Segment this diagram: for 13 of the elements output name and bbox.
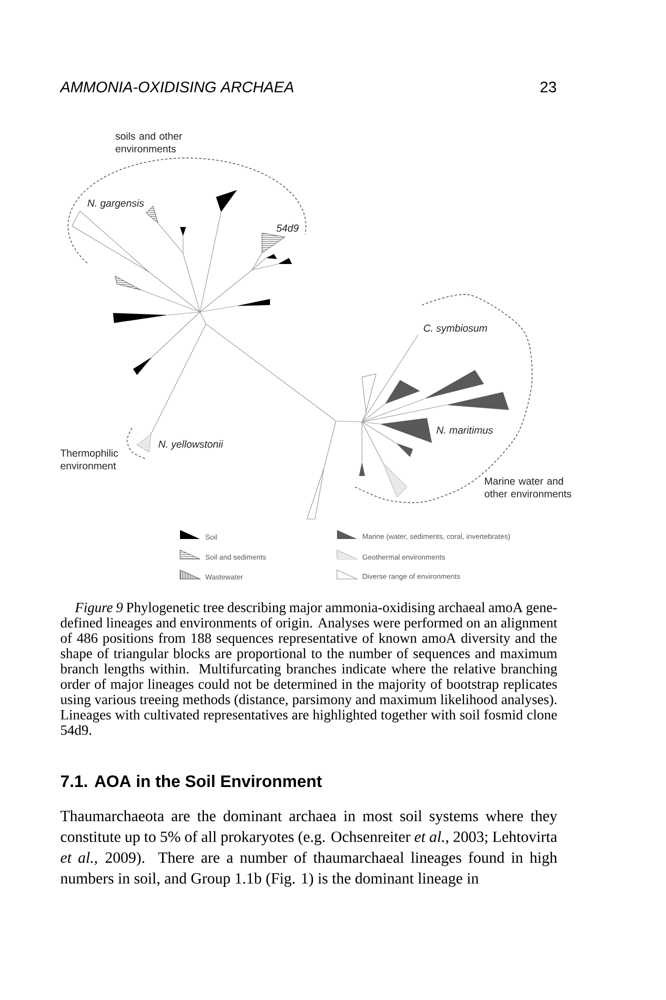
section-heading: 7.1. AOA in the Soil Environment [60,774,322,788]
clone-label: 54d9 [276,224,299,232]
page-number: 23 [540,82,556,92]
group-label: Marine water and other environments [484,477,572,498]
species-label: N. gargensis [88,199,144,209]
running-header: AMMONIA-OXIDISING ARCHAEA [60,82,294,92]
group-label: soils and other environments [116,132,182,152]
species-label: N. maritimus [436,426,493,434]
species-label: N. yellowstonii [158,440,224,450]
species-label: C. symbiosum [424,324,487,334]
figure-caption: Figure 9 Phylogenetic tree describing major ammonia-oxidising archaeal amoA gene-defined lineages and environments of origin. Analyses were performed on an alignment of 486 positions from 188 sequences representative of known amoA diversity and the shape of triangular blocks are proportional to the number of sequences and maximum branch lengths within. Multifurcating branches indicate where the relative branching order of major lineages could not be determined in the majority of bootstrap replicates using various treeing methods (distance, parsimony and maximum likelihood analyses). Lineages with cultivated representatives are highlighted together with soil fosmid clone 54d9. [60,602,558,735]
body-paragraph: Thaumarchaeota are the dominant archaea in most soil systems where they constitute up to 5% of all prokaryotes (e.g. Ochsenreiter et al., 2003; Lehtovirta et al., 2009). There are a number of thaumarchaeal lineages found in high numbers in soil, and Group 1.1b (Fig. 1) is the dominant lineage in [60,810,558,887]
group-label: Thermophilic environment [60,449,118,470]
